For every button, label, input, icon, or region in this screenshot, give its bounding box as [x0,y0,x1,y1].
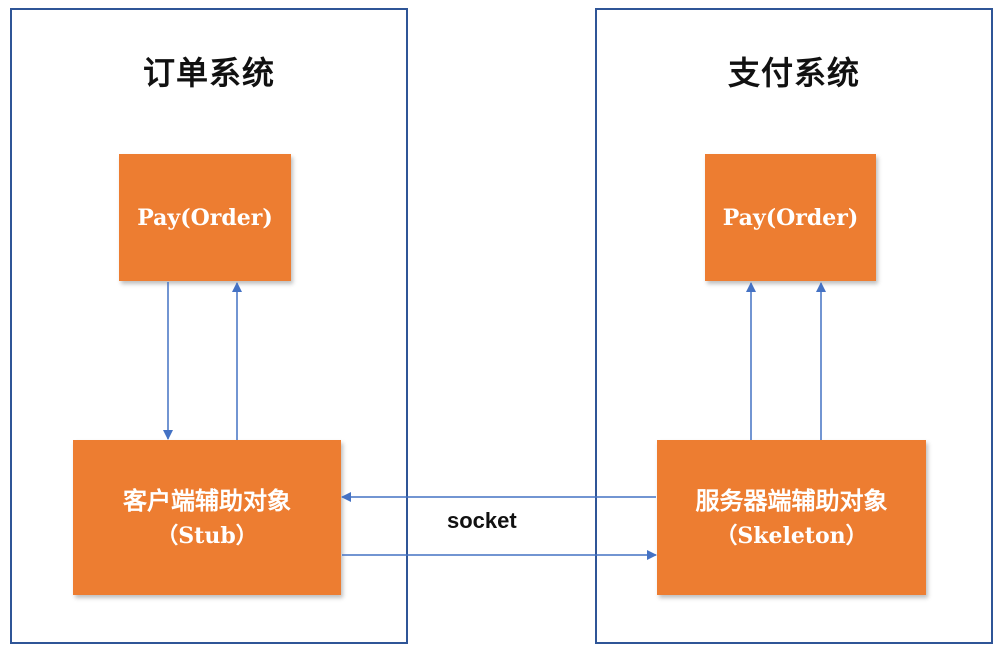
order-pay-method-box: Pay(Order) [119,154,291,281]
payment-system-title: 支付系统 [727,54,860,92]
payment-system-frame: 支付系统 [595,8,993,644]
order-system-title: 订单系统 [142,54,275,92]
order-pay-method-label: Pay(Order) [137,204,273,231]
client-stub-sub: （Stub） [156,522,258,549]
server-skeleton-name: 服务器端辅助对象 [695,486,888,515]
payment-pay-method-label: Pay(Order) [722,204,859,231]
payment-pay-method-box: Pay(Order) [705,154,876,281]
server-skeleton-box: 服务器端辅助对象 （Skeleton） [657,440,926,595]
socket-label: socket [447,508,517,533]
order-system-frame: 订单系统 [10,8,408,644]
server-skeleton-sub: （Skeleton） [715,522,868,549]
client-stub-box: 客户端辅助对象 （Stub） [73,440,341,595]
client-stub-name: 客户端辅助对象 [123,486,291,515]
